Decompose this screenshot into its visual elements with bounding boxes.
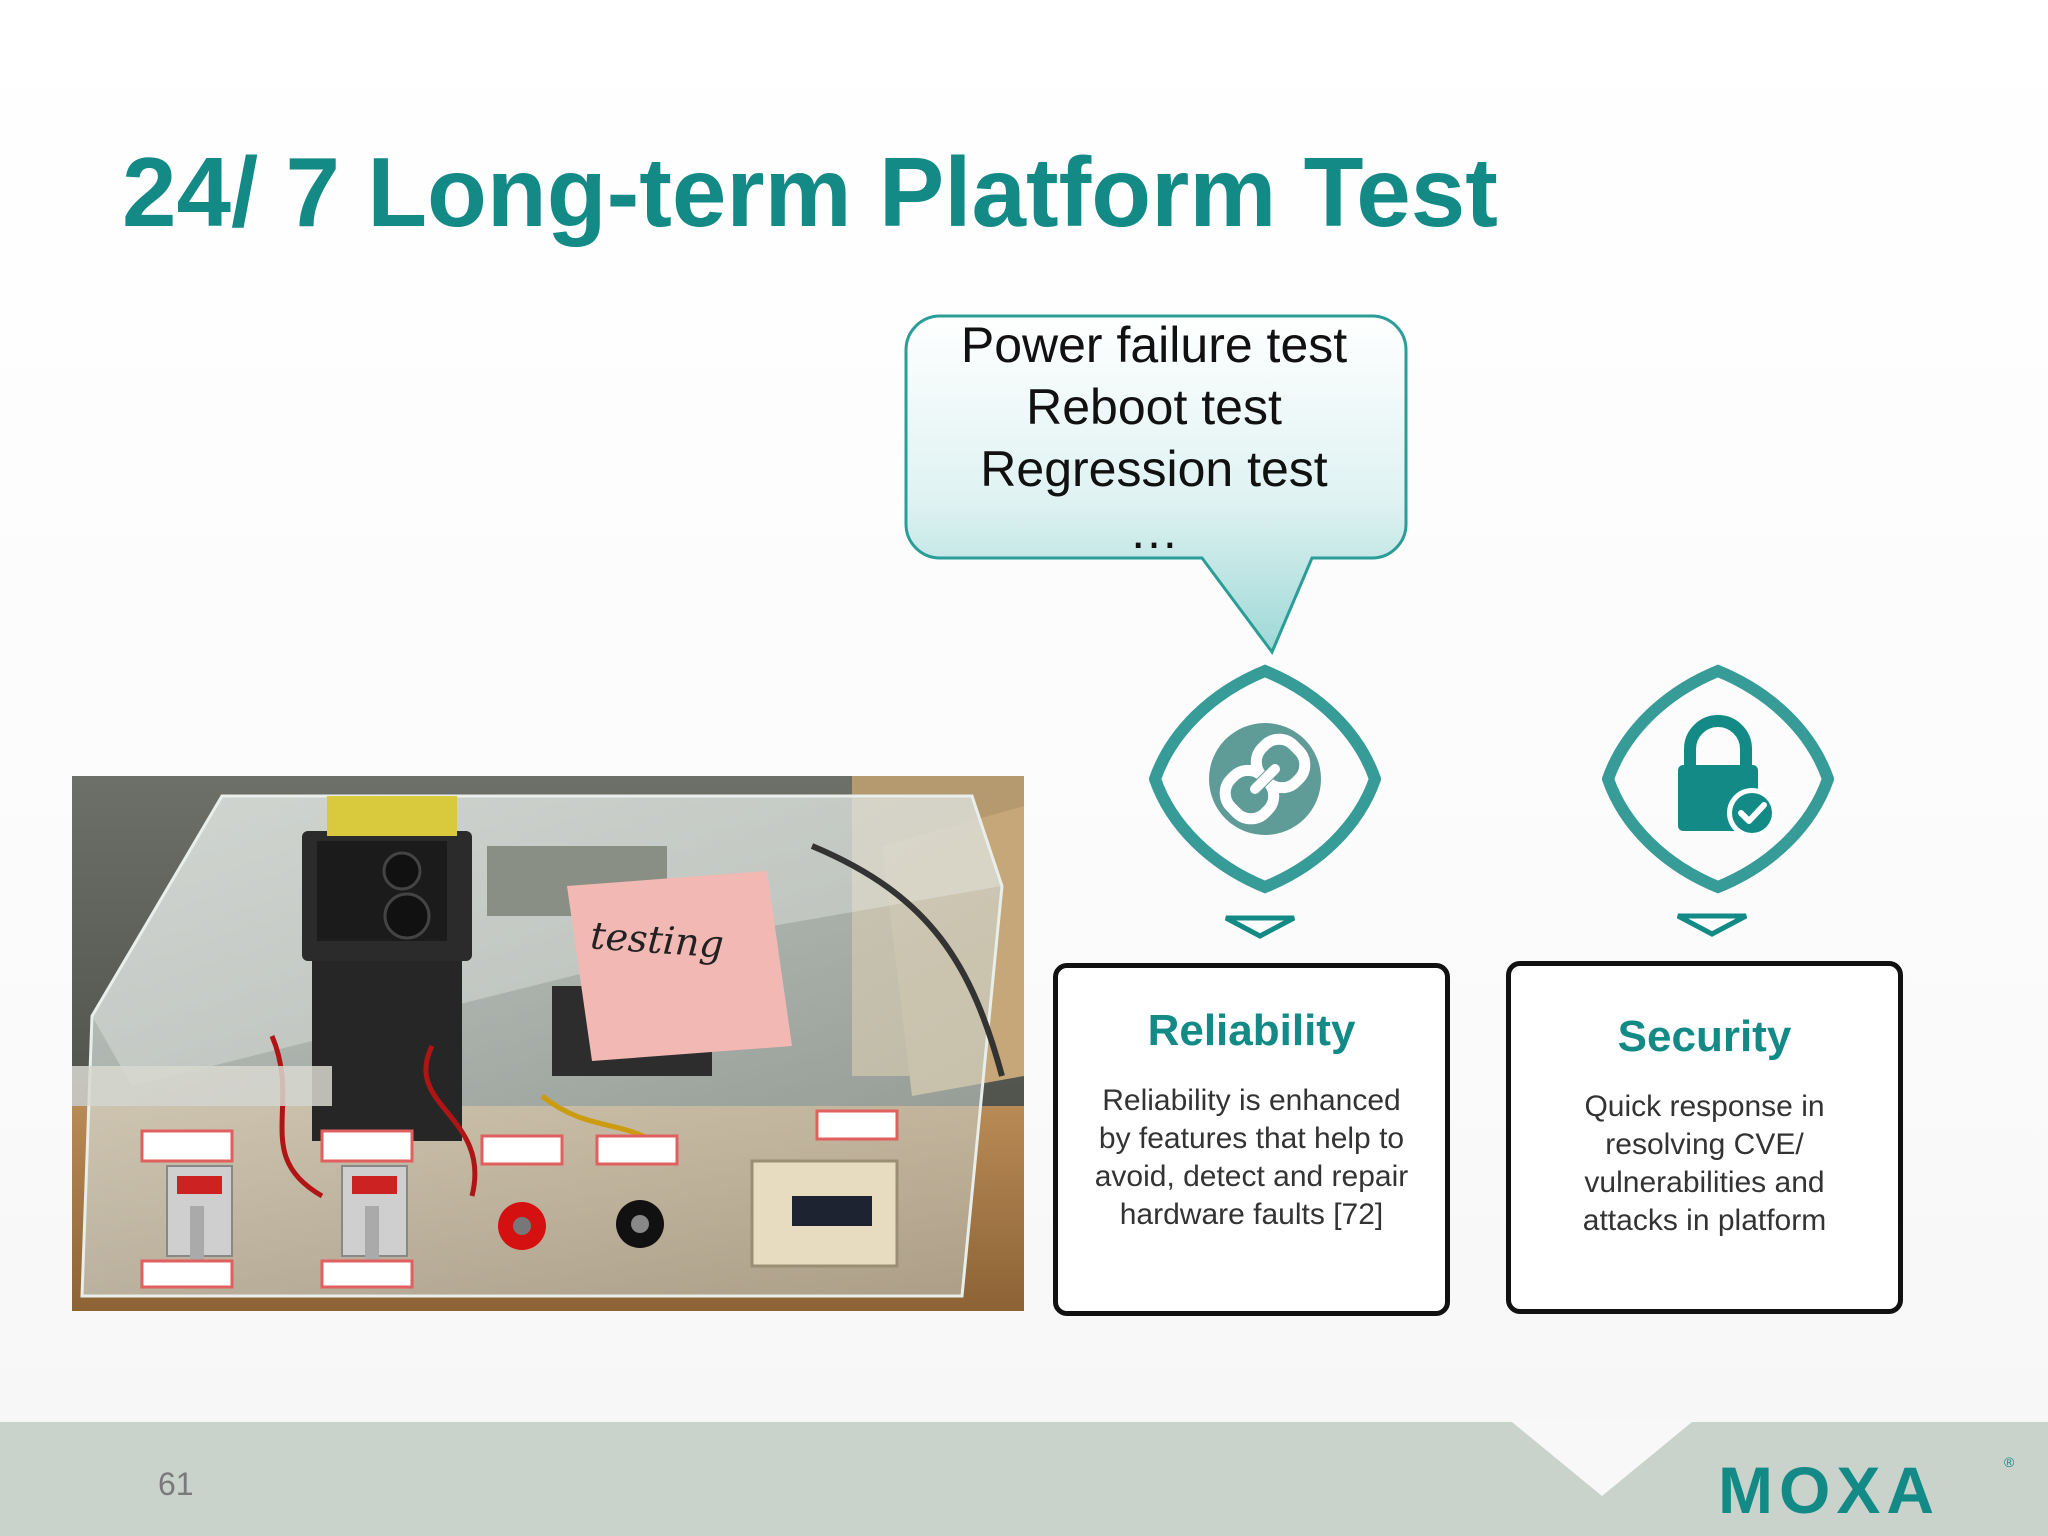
footer-notch [1512,1422,1692,1496]
security-card: Security Quick response in resolving CVE… [1506,961,1903,1314]
slide-title: 24/ 7 Long-term Platform Test [122,137,1498,247]
page-number: 61 [158,1466,194,1502]
bubble-line: Power failure test [960,317,1348,373]
reliability-card: Reliability Reliability is enhanced by f… [1053,963,1450,1316]
card-body: Quick response in resolving CVE/ vulnera… [1530,1088,1880,1240]
card-body-line: Quick response in [1584,1090,1825,1123]
bubble-text: Power failure test Reboot test Regressio… [908,314,1400,562]
registered-mark: ® [2004,1454,2015,1470]
bubble-line: Reboot test [1026,379,1282,435]
card-body-line: by features that help to [1098,1122,1405,1155]
lock-check-icon [1602,663,1834,895]
link-icon [1149,663,1381,895]
pointer-triangle [1222,914,1298,940]
card-body-line: vulnerabilities and [1584,1166,1825,1199]
sticky-note-label: testing [589,913,725,966]
card-body-line: attacks in platform [1582,1204,1827,1237]
footer-bar [0,1422,2048,1536]
test-types-bubble [900,310,1410,660]
moxa-logo: MOXA [1718,1453,1940,1527]
card-body-line: avoid, detect and repair [1094,1160,1409,1193]
card-body-line: Reliability is enhanced [1102,1084,1401,1117]
card-title: Reliability [1147,1006,1356,1055]
card-body-line: resolving CVE/ [1605,1128,1804,1161]
card-body: Reliability is enhanced by features that… [1077,1082,1427,1234]
bubble-line: Regression test [980,441,1328,497]
pointer-triangle [1674,912,1750,938]
card-title: Security [1617,1012,1792,1061]
card-body-line: hardware faults [72] [1119,1198,1384,1231]
test-rig-photo: testing [72,776,1024,1311]
bubble-line: … [1129,503,1179,559]
